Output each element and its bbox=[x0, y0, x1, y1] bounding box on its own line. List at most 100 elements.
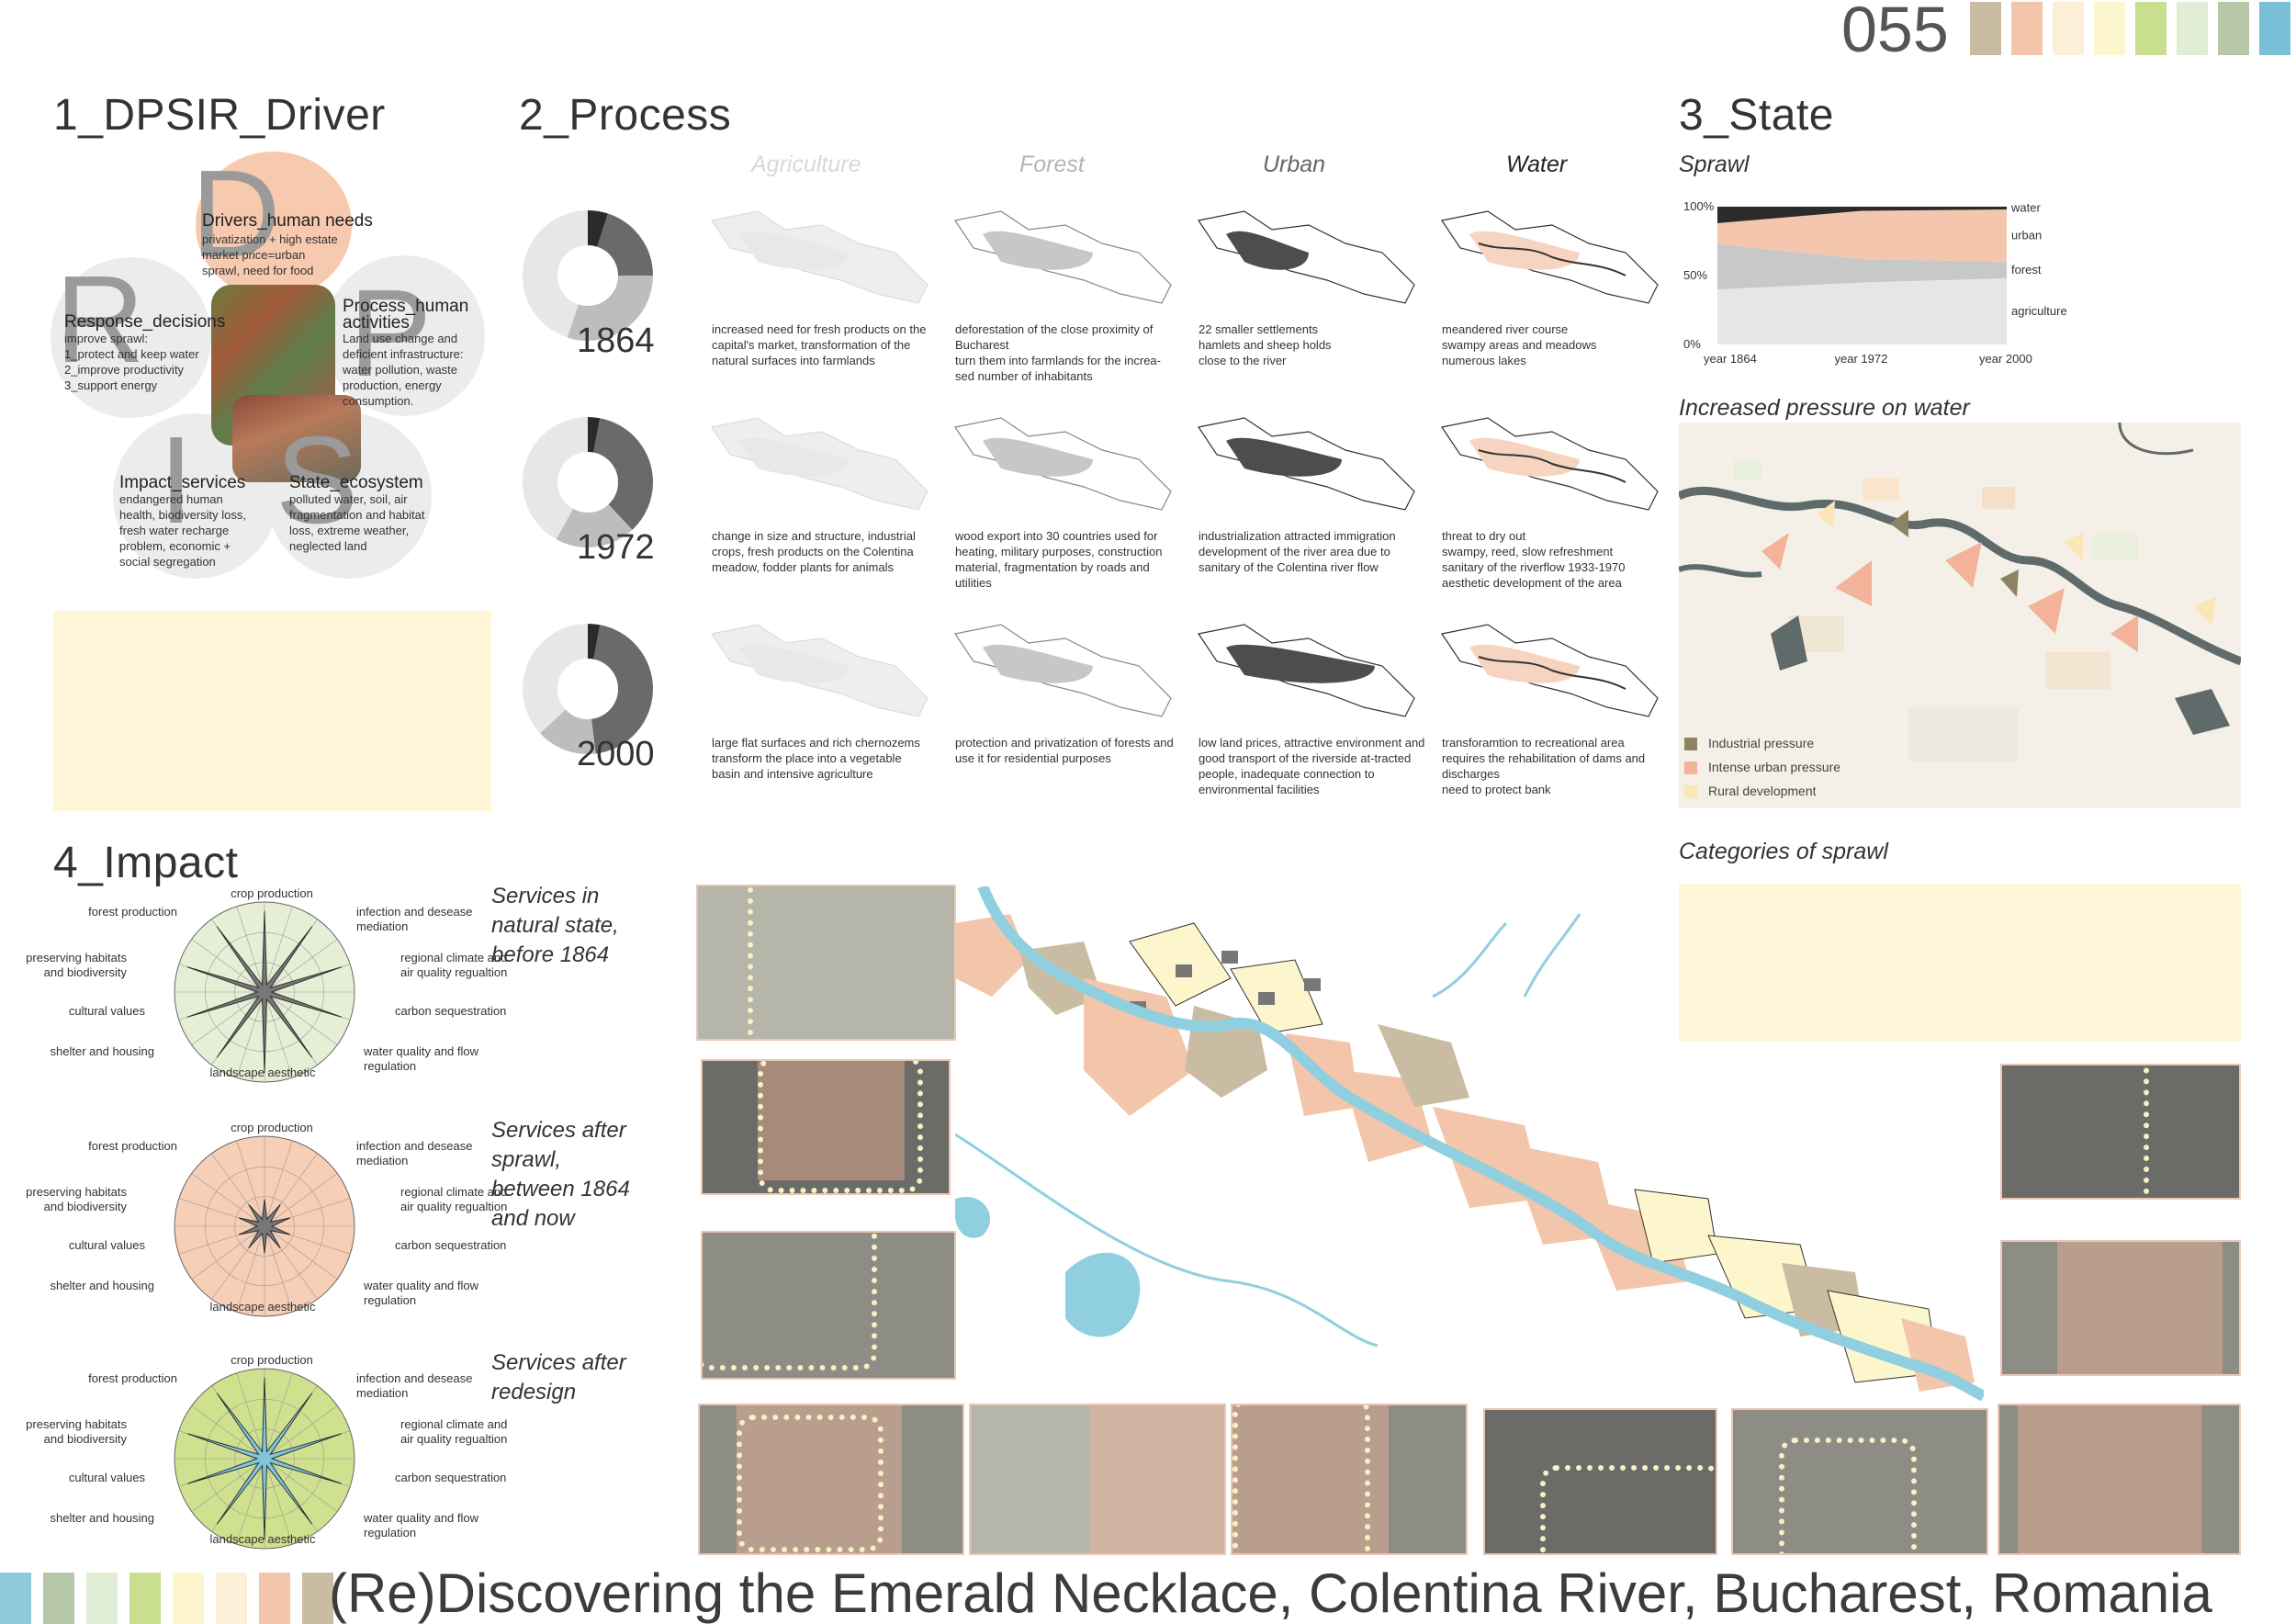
dpsir-diagram: D R P I S Drivers_human needs privatizat… bbox=[51, 144, 485, 588]
process-description: protection and privatization of forests … bbox=[955, 736, 1174, 765]
process-map-thumbnail bbox=[1198, 210, 1415, 304]
colentina-river-map bbox=[955, 886, 1984, 1401]
aerial-photo-2 bbox=[701, 1059, 951, 1195]
legend-urban-swatch bbox=[1684, 761, 1697, 774]
impact-caption: Services after redesign bbox=[491, 1350, 626, 1404]
process-description: wood export into 30 countries used for h… bbox=[955, 529, 1163, 590]
letter-r: R bbox=[55, 250, 145, 389]
footer-swatch bbox=[302, 1573, 333, 1624]
impact-caption: Services after sprawl, between 1864 and … bbox=[491, 1118, 630, 1231]
footer-swatch bbox=[43, 1573, 74, 1624]
process-description: meandered river course swampy areas and … bbox=[1442, 322, 1597, 367]
process-title: Process_human activities bbox=[343, 297, 469, 333]
letter-d: D bbox=[191, 144, 281, 283]
header-swatch bbox=[2011, 2, 2043, 55]
drivers-circle bbox=[196, 152, 352, 299]
legend-rural-label: Rural development bbox=[1708, 784, 1817, 798]
drivers-title: Drivers_human needs bbox=[202, 211, 373, 231]
process-description: 22 smaller settlements hamlets and sheep… bbox=[1199, 322, 1332, 367]
radar-service-polygon bbox=[186, 910, 343, 1074]
radar-service-label: landscape aesthetic bbox=[209, 1300, 316, 1314]
donut-slice-urban bbox=[523, 624, 653, 754]
process-map-thumbnail bbox=[954, 417, 1172, 511]
footer-swatch bbox=[173, 1573, 204, 1624]
process-description: large flat surfaces and rich chernozems … bbox=[712, 736, 920, 781]
aerial-photo-10 bbox=[2000, 1064, 2241, 1200]
donut-slice-agriculture bbox=[523, 210, 653, 341]
legend-urban-label: Intense urban pressure bbox=[1708, 760, 1840, 774]
radar-service-label: water quality and flow regulation bbox=[364, 1279, 479, 1307]
sprawl-title: Sprawl bbox=[1679, 152, 1750, 177]
header-swatch bbox=[2053, 2, 2084, 55]
process-map-thumbnail bbox=[1441, 210, 1659, 304]
impact-caption: Services in natural state, before 1864 bbox=[491, 884, 619, 967]
service-radar-chart bbox=[174, 901, 355, 1083]
footer-swatch bbox=[0, 1573, 31, 1624]
donut-slice-urban bbox=[523, 210, 653, 341]
sprawl-area-chart: agricultureforesturbanwater0%50%100%year… bbox=[1683, 199, 2067, 366]
pressure-map bbox=[1679, 423, 2241, 808]
donut-slice-urban bbox=[523, 417, 653, 547]
radar-service-label: infection and desease mediation bbox=[356, 1139, 473, 1167]
sprawl-legend-label: water bbox=[2010, 201, 2041, 215]
donut-slice-forest bbox=[523, 417, 653, 547]
aerial-photo-6 bbox=[1231, 1404, 1468, 1555]
process-map-thumbnail bbox=[711, 624, 929, 717]
header-swatch bbox=[1970, 2, 2001, 55]
impact-text: endangered human health, biodiversity lo… bbox=[119, 492, 247, 569]
process-description: industrialization attracted immigration … bbox=[1199, 529, 1396, 574]
radar-service-label: forest production bbox=[88, 1371, 177, 1385]
impact-title: Impact_services bbox=[119, 473, 246, 492]
response-text: improve sprawl: 1_protect and keep water… bbox=[64, 332, 199, 392]
page-number: 055 bbox=[1841, 0, 1949, 65]
radar-service-label: carbon sequestration bbox=[395, 1238, 507, 1252]
radar-service-label: shelter and housing bbox=[50, 1511, 154, 1525]
sprawl-x-tick: year 2000 bbox=[1979, 352, 2032, 366]
donut-slice-forest bbox=[523, 624, 653, 754]
header-swatch bbox=[2218, 2, 2249, 55]
impact-heading: 4_Impact bbox=[53, 839, 239, 887]
category-urban: Urban bbox=[1263, 152, 1326, 177]
legend-industrial-label: Industrial pressure bbox=[1708, 736, 1815, 750]
radar-service-label: regional climate and air quality regualt… bbox=[400, 1185, 508, 1213]
sprawl-x-tick: year 1864 bbox=[1704, 352, 1757, 366]
process-map-thumbnail bbox=[1441, 624, 1659, 717]
radar-service-label: landscape aesthetic bbox=[209, 1066, 316, 1079]
donut-slice-agriculture bbox=[523, 417, 653, 547]
process-map-thumbnail bbox=[1198, 624, 1415, 717]
process-circle bbox=[324, 255, 485, 416]
process-map-thumbnail bbox=[711, 417, 929, 511]
radar-service-label: shelter and housing bbox=[50, 1044, 154, 1058]
radar-service-label: infection and desease mediation bbox=[356, 1371, 473, 1400]
process-map-thumbnail bbox=[1198, 417, 1415, 511]
radar-service-polygon bbox=[186, 1377, 343, 1540]
legend-industrial-swatch bbox=[1684, 738, 1697, 750]
header-swatch bbox=[2094, 2, 2125, 55]
process-description: transforamtion to recreational area requ… bbox=[1442, 736, 1646, 796]
aerial-photo-8 bbox=[1731, 1408, 1988, 1555]
radar-service-label: forest production bbox=[88, 1139, 177, 1153]
sprawl-x-tick: year 1972 bbox=[1835, 352, 1888, 366]
sprawl-y-tick: 50% bbox=[1683, 268, 1707, 282]
process-donut-chart bbox=[523, 624, 653, 754]
process-donut-chart bbox=[523, 417, 653, 547]
process-map-thumbnail bbox=[1441, 417, 1659, 511]
process-map-thumbnail bbox=[954, 210, 1172, 304]
aerial-photo-7 bbox=[1483, 1408, 1717, 1555]
categories-sprawl-title: Categories of sprawl bbox=[1679, 839, 1888, 864]
process-map-thumbnail bbox=[711, 210, 929, 304]
radar-service-label: crop production bbox=[231, 1353, 313, 1367]
driver-note-panel bbox=[53, 611, 491, 811]
legend-rural-swatch bbox=[1684, 785, 1697, 798]
drivers-text: privatization + high estate market price… bbox=[202, 232, 338, 277]
process-year-label: 1864 bbox=[577, 321, 655, 360]
radar-service-label: shelter and housing bbox=[50, 1279, 154, 1292]
process-map-thumbnail bbox=[954, 624, 1172, 717]
response-circle bbox=[51, 257, 211, 418]
aerial-photo-5 bbox=[969, 1404, 1226, 1555]
radar-service-label: regional climate and air quality regualt… bbox=[400, 1417, 508, 1446]
category-agriculture: Agriculture bbox=[751, 152, 861, 177]
radar-service-label: cultural values bbox=[68, 1238, 145, 1252]
sprawl-area-water bbox=[1717, 207, 2007, 223]
pressure-legend: Industrial pressure Intense urban pressu… bbox=[1681, 730, 1910, 808]
